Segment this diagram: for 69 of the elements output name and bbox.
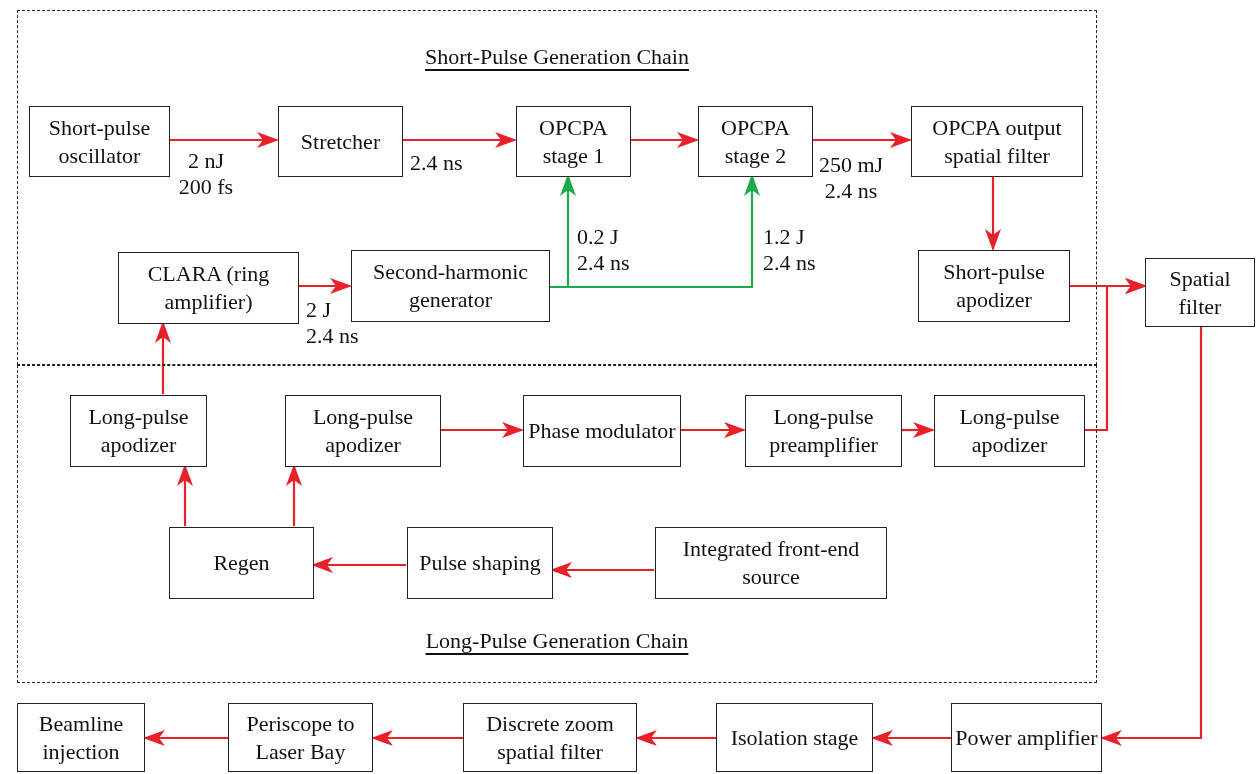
box-label: Long-pulse apodizer xyxy=(311,403,415,459)
process-box xyxy=(934,395,1085,467)
process-box xyxy=(1145,258,1255,327)
process-box xyxy=(70,395,207,467)
process-box xyxy=(278,106,403,177)
process-box xyxy=(716,703,873,772)
arrow xyxy=(901,422,935,438)
arrow xyxy=(630,132,699,148)
box-label: CLARA (ring amplifier) xyxy=(146,260,271,316)
edge-label: 2 J 2.4 ns xyxy=(306,297,360,349)
arrow xyxy=(871,730,951,746)
edge-label: 2 nJ 200 fs xyxy=(177,148,235,200)
section-title: Long-Pulse Generation Chain xyxy=(425,628,689,653)
process-box xyxy=(951,703,1102,772)
box-label: Power amplifier xyxy=(955,723,1098,752)
box-label: Regen xyxy=(213,549,270,577)
box-label: Discrete zoom spatial filter xyxy=(485,709,615,766)
arrow xyxy=(680,422,746,438)
process-box xyxy=(516,106,631,177)
process-box xyxy=(918,250,1070,322)
arrow xyxy=(635,730,716,746)
arrow xyxy=(812,132,912,148)
box-label: Isolation stage xyxy=(730,723,859,752)
process-box xyxy=(17,703,145,772)
box-label: Stretcher xyxy=(300,127,381,156)
process-box xyxy=(407,527,553,599)
box-label: Pulse shaping xyxy=(419,549,541,577)
box-label: OPCPA stage 1 xyxy=(538,113,609,170)
edge-label: 2.4 ns xyxy=(410,150,464,176)
box-label: Short-pulse oscillator xyxy=(47,113,152,170)
arrow xyxy=(985,176,1001,251)
edge-label: 1.2 J 2.4 ns xyxy=(763,224,817,276)
process-box xyxy=(351,250,550,322)
process-box xyxy=(29,106,170,177)
box-label: Long-pulse preamplifier xyxy=(768,403,879,459)
arrow xyxy=(298,278,352,294)
box-label: Long-pulse apodizer xyxy=(87,403,190,459)
box-label: OPCPA stage 2 xyxy=(720,113,791,170)
box-label: Beamline injection xyxy=(37,709,125,766)
box-label: Short-pulse apodizer xyxy=(942,258,1046,314)
box-label: Second-harmonic generator xyxy=(371,258,530,314)
arrow xyxy=(402,132,517,148)
arrow xyxy=(169,132,279,148)
process-box xyxy=(285,395,441,467)
dashed-region xyxy=(17,365,1097,683)
arrow xyxy=(143,730,228,746)
process-box xyxy=(463,703,637,772)
arrow xyxy=(1084,278,1147,432)
arrow xyxy=(440,422,524,438)
process-box xyxy=(698,106,813,177)
process-box xyxy=(911,106,1083,177)
box-label: Phase modulator xyxy=(528,417,676,445)
arrow xyxy=(1100,327,1203,746)
process-box xyxy=(228,703,373,772)
section-title: Short-Pulse Generation Chain xyxy=(425,44,689,69)
box-label: Spatial filter xyxy=(1168,264,1232,321)
box-label: OPCPA output spatial filter xyxy=(931,113,1063,170)
edge-label: 250 mJ 2.4 ns xyxy=(817,152,885,204)
process-box xyxy=(745,395,902,467)
box-label: Integrated front-end source xyxy=(681,535,861,591)
process-box xyxy=(169,527,314,599)
edge-label: 0.2 J 2.4 ns xyxy=(577,224,631,276)
arrow xyxy=(371,730,463,746)
process-box xyxy=(523,395,681,467)
dashed-region xyxy=(17,10,1097,365)
process-box xyxy=(655,527,887,599)
box-label: Long-pulse apodizer xyxy=(958,403,1061,459)
box-label: Periscope to Laser Bay xyxy=(245,709,356,766)
process-box xyxy=(118,252,299,324)
